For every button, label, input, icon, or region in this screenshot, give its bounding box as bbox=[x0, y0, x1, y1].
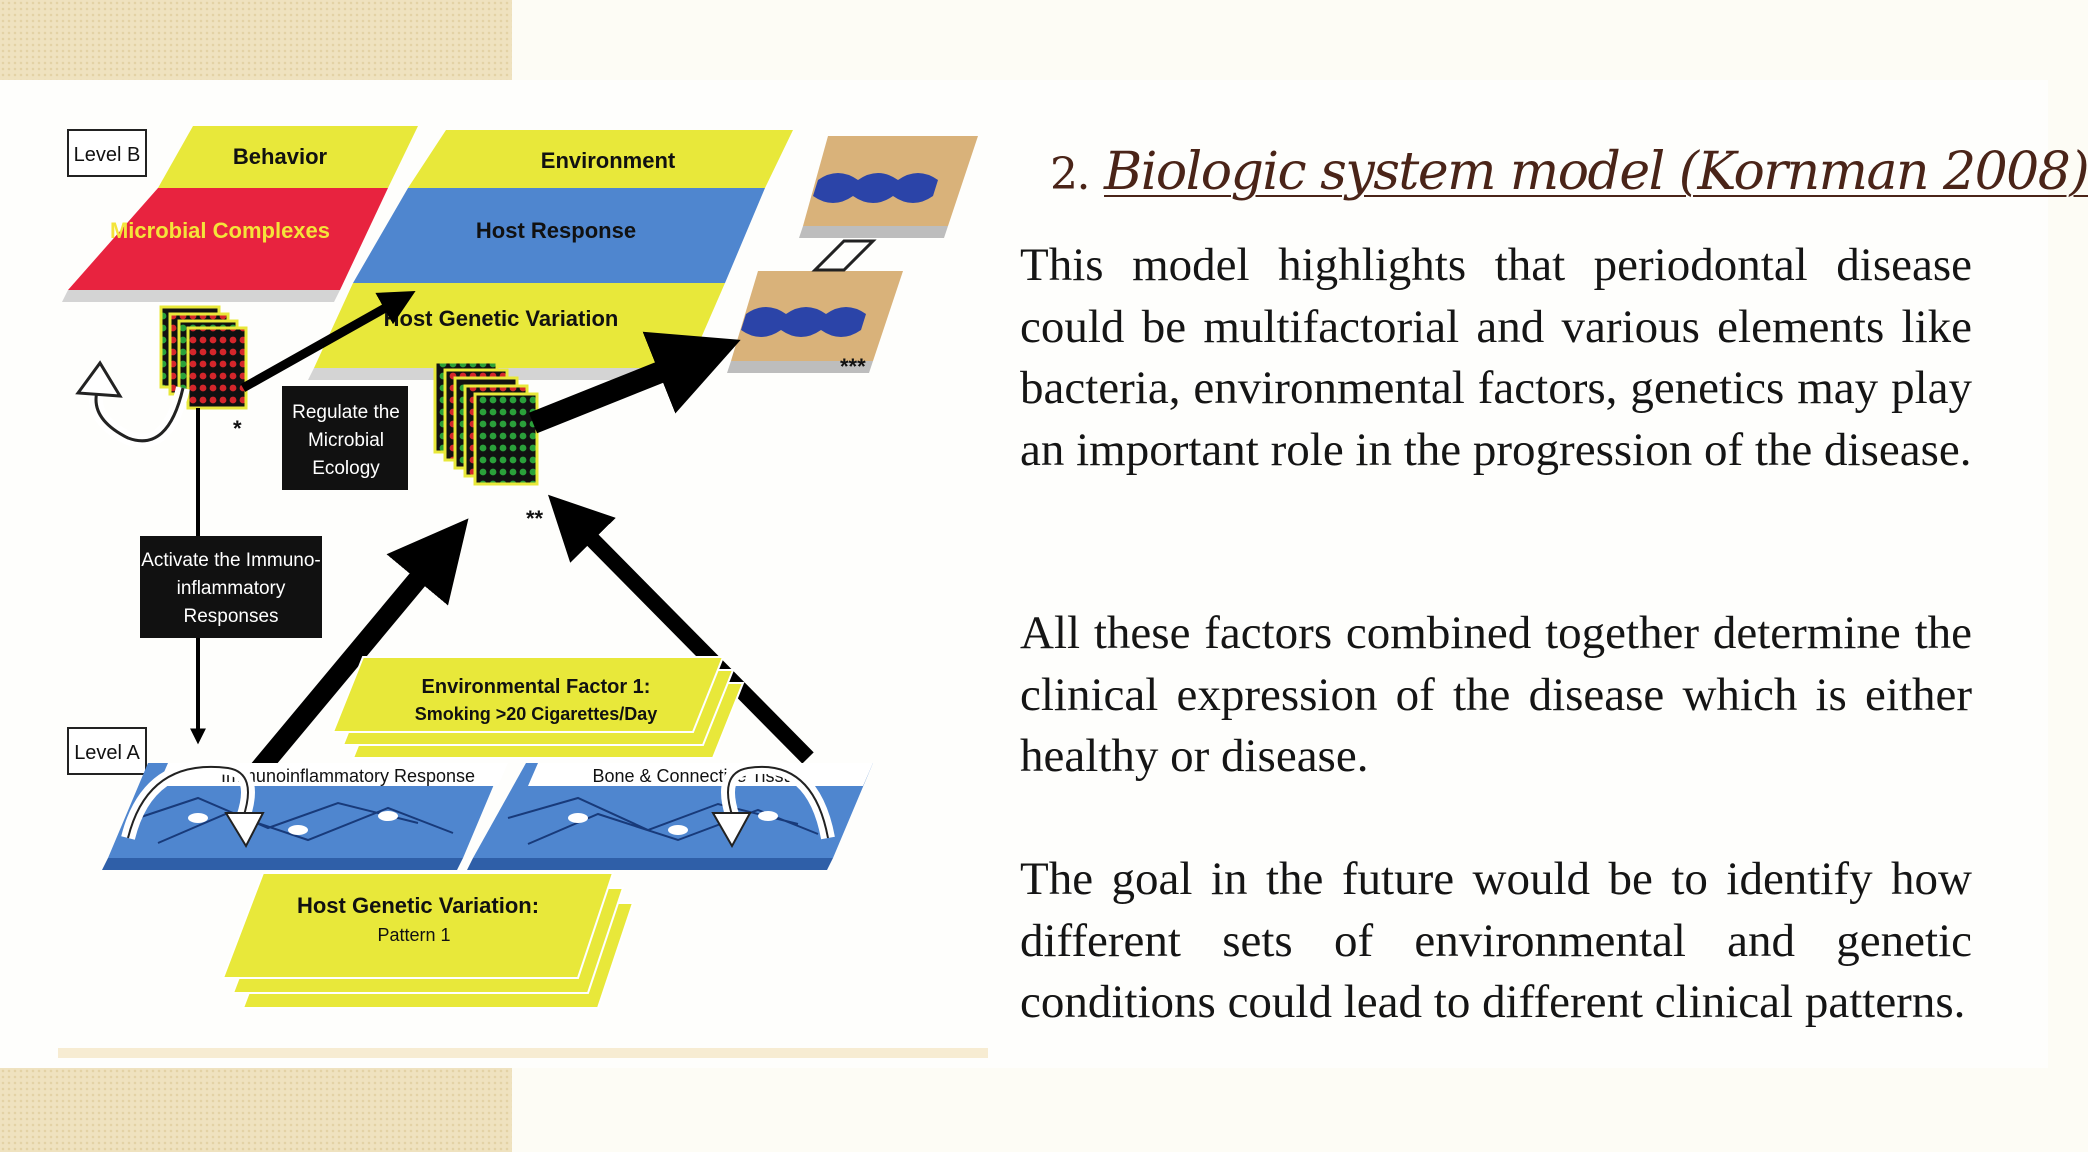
activate-line-2: inflammatory bbox=[177, 578, 286, 599]
mark-triple: *** bbox=[840, 354, 866, 379]
biologic-system-model-diagram: Level B Behavior Microbial Complexes Env… bbox=[58, 126, 988, 1058]
mark-double: ** bbox=[526, 506, 544, 531]
paragraph-1: This model highlights that periodontal d… bbox=[1020, 239, 1972, 476]
environment-label: Environment bbox=[541, 148, 676, 173]
tissue-illustration-top bbox=[799, 136, 978, 238]
title-text: Biologic system model (Kornman 2008) bbox=[1104, 142, 2088, 202]
bone-tissue-plane: Bone & Connective Tissue bbox=[467, 763, 873, 870]
behavior-label: Behavior bbox=[233, 144, 328, 169]
regulate-box: Regulate the Microbial Ecology bbox=[282, 386, 408, 490]
level-b-label: Level B bbox=[74, 144, 141, 166]
env-factor-line-1: Environmental Factor 1: bbox=[422, 676, 651, 698]
environmental-factor-stack: Environmental Factor 1: Smoking >20 Ciga… bbox=[331, 656, 745, 759]
slide-title: 2. Biologic system model (Kornman 2008) bbox=[1050, 142, 2088, 202]
regulate-line-2: Microbial bbox=[308, 430, 384, 451]
host-genetic-pattern-stack: Host Genetic Variation: Pattern 1 bbox=[221, 872, 635, 1009]
paragraph-2: All these factors combined together dete… bbox=[1020, 607, 1972, 782]
level-b-box: Level B bbox=[67, 129, 147, 177]
immuno-response-label: Immunoinflammatory Response bbox=[221, 766, 475, 786]
host-genetic-variation-label: Host Genetic Variation bbox=[384, 306, 619, 331]
behavior-plane: Behavior Microbial Complexes bbox=[62, 126, 418, 302]
immuno-network-plane: Immunoinflammatory Response bbox=[102, 763, 508, 870]
decorative-strip-bottom bbox=[0, 1068, 512, 1152]
environment-plane: Environment Host Response Host Genetic V… bbox=[308, 130, 793, 380]
host-genetic-pattern-line-1: Host Genetic Variation: bbox=[297, 893, 539, 918]
regulate-line-3: Ecology bbox=[312, 458, 380, 479]
host-card-stack bbox=[433, 360, 539, 486]
level-a-label: Level A bbox=[74, 742, 140, 764]
diagram-bottom-shade bbox=[58, 1048, 988, 1058]
flow-arrows bbox=[190, 290, 814, 790]
host-response-label: Host Response bbox=[476, 218, 636, 243]
env-factor-line-2: Smoking >20 Cigarettes/Day bbox=[415, 704, 658, 724]
regulate-line-1: Regulate the bbox=[292, 402, 400, 423]
microbial-card-stack bbox=[159, 305, 248, 410]
activate-line-1: Activate the Immuno- bbox=[141, 550, 321, 571]
paragraph-3: The goal in the future would be to ident… bbox=[1020, 853, 1972, 1028]
decorative-strip-top bbox=[0, 0, 512, 80]
microbial-complexes-label: Microbial Complexes bbox=[110, 218, 330, 243]
host-genetic-pattern-line-2: Pattern 1 bbox=[377, 925, 450, 945]
tissue-connector bbox=[811, 239, 877, 272]
activate-line-3: Responses bbox=[183, 606, 278, 627]
tissue-illustration-bottom bbox=[727, 271, 903, 373]
activate-box: Activate the Immuno- inflammatory Respon… bbox=[140, 536, 322, 638]
title-number: 2. bbox=[1050, 149, 1090, 200]
mark-single: * bbox=[233, 416, 242, 441]
level-a-box: Level A bbox=[67, 727, 147, 775]
